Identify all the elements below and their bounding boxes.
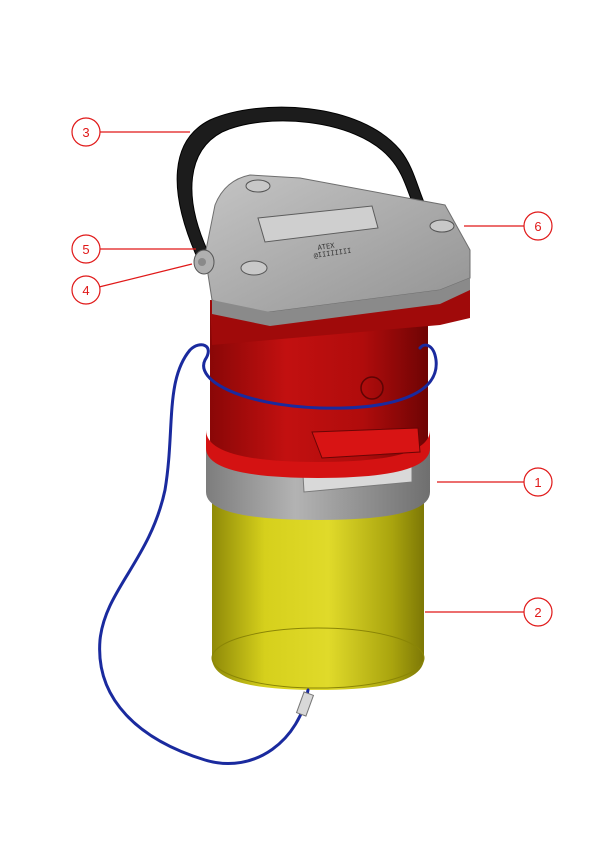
lid-screw-right (429, 219, 455, 233)
callout-1: 1 (523, 467, 553, 497)
lid-nameplate (257, 205, 379, 243)
plate-text-line1: ATEX (317, 242, 336, 252)
blue-cable (98, 343, 438, 765)
callout-6: 6 (523, 211, 553, 241)
callout-2: 2 (523, 597, 553, 627)
callout-3-number: 3 (82, 125, 89, 140)
side-knob (193, 249, 215, 275)
callout-5: 5 (71, 234, 101, 264)
lid-screw-front (240, 260, 268, 276)
housing-latch (311, 427, 421, 459)
canister (211, 490, 425, 690)
callout-leaders (98, 131, 524, 613)
callout-6-number: 6 (534, 219, 541, 234)
housing-emblem (360, 376, 384, 400)
callout-4: 4 (71, 275, 101, 305)
callout-1-number: 1 (534, 475, 541, 490)
callouts: 1 2 3 4 5 6 (71, 117, 553, 627)
callout-5-number: 5 (82, 242, 89, 257)
callout-2-number: 2 (534, 605, 541, 620)
callout-4-number: 4 (82, 283, 89, 298)
leader-4 (98, 263, 193, 288)
cable-connector (295, 691, 315, 717)
lid-screw-back (245, 179, 271, 193)
lid: ATEX @IIIIIIII (204, 174, 471, 326)
callout-3: 3 (71, 117, 101, 147)
